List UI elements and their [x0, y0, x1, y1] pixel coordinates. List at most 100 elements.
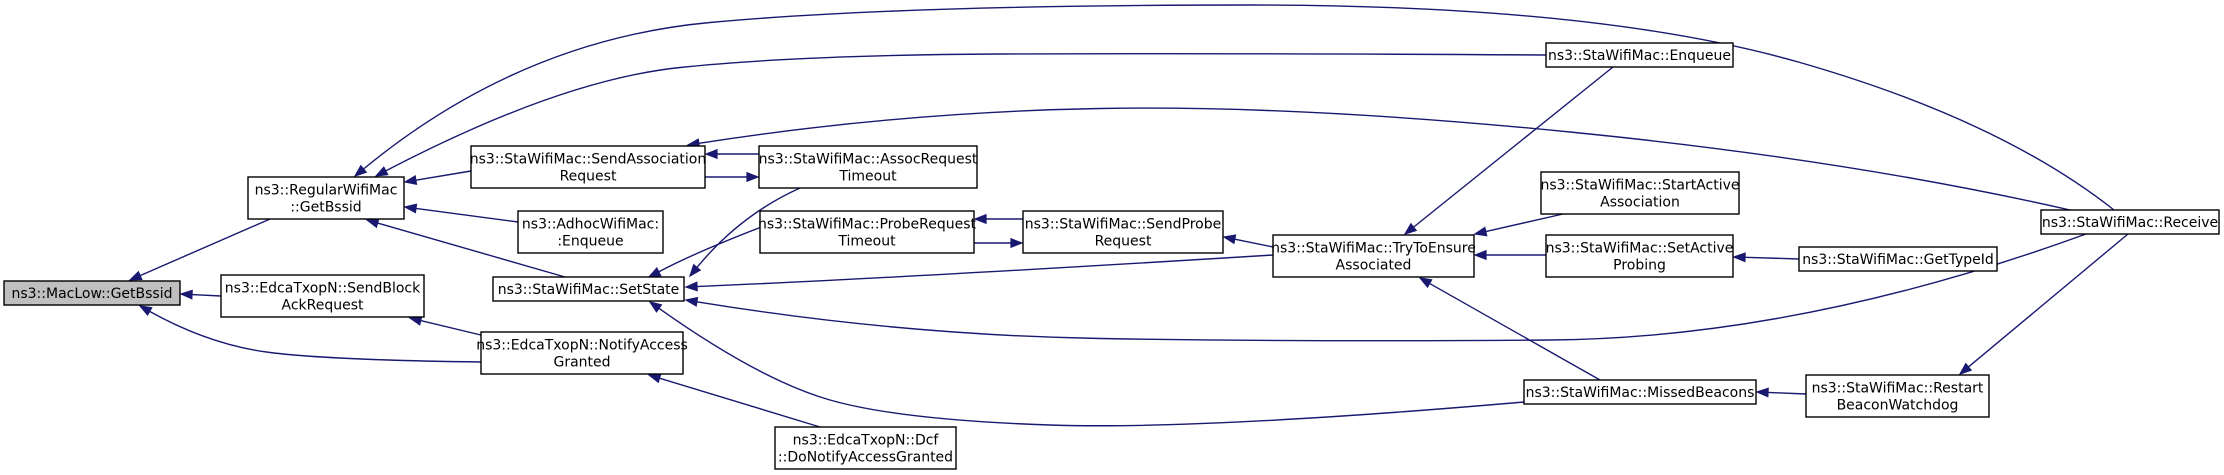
node-gettypeid[interactable]: ns3::StaWifiMac::GetTypeId — [1798, 246, 1998, 272]
node-label-line: ns3::EdcaTxopN::Dcf — [793, 433, 940, 449]
edge-arrowhead — [1755, 387, 1769, 398]
node-box — [1272, 234, 1475, 278]
edge-arrowhead — [1958, 362, 1973, 376]
node-label-line: Request — [560, 169, 617, 185]
node-box — [1022, 210, 1224, 254]
edge-line — [1485, 213, 1564, 233]
edge-setactiveprobing-to-trytoensure — [1473, 249, 1546, 261]
edge-line — [415, 207, 519, 223]
node-label-line: :Enqueue — [557, 234, 623, 250]
node-label-line: Associated — [1336, 258, 1412, 274]
edge-arrowhead — [973, 213, 987, 225]
edge-gettypeid-to-setactiveprobing — [1732, 252, 1800, 263]
node-dcf-donotify[interactable]: ns3::EdcaTxopN::Dcf::DoNotifyAccessGrant… — [774, 426, 957, 470]
node-sta-enqueue[interactable]: ns3::StaWifiMac::Enqueue — [1545, 42, 1734, 68]
node-label-line: Request — [1095, 234, 1152, 250]
node-edca-notify[interactable]: ns3::EdcaTxopN::NotifyAccessGranted — [476, 331, 688, 375]
node-adhoc-enqueue[interactable]: ns3::AdhocWifiMac::Enqueue — [517, 210, 664, 254]
node-label-line: ns3::StaWifiMac::Receive — [2042, 215, 2218, 231]
edge-restartbeacon-to-missedbeacons — [1755, 387, 1807, 398]
node-label-line: ns3::StaWifiMac::ProbeRequest — [758, 217, 977, 233]
node-label-line: ns3::StaWifiMac::StartActive — [1540, 178, 1739, 194]
node-regular-getbssid[interactable]: ns3::RegularWifiMac::GetBssid — [247, 176, 405, 220]
edge-edca_notify-to-edca_sendblock — [408, 315, 486, 337]
edge-line — [385, 52, 1547, 172]
edge-line — [415, 170, 472, 181]
edge-arrowhead — [138, 305, 153, 317]
edge-assoc_timeout-to-setstate — [688, 187, 801, 278]
edge-line — [1767, 391, 1807, 395]
node-box — [480, 331, 684, 375]
edge-arrowhead — [1418, 277, 1433, 289]
edge-line — [1234, 238, 1274, 248]
edge-line — [696, 187, 801, 268]
edge-arrowhead — [1010, 237, 1024, 249]
edge-line — [1429, 282, 1601, 381]
node-box — [517, 210, 664, 254]
edge-line — [658, 307, 1525, 427]
edge-sta_enqueue-to-trytoensure — [1403, 66, 1614, 236]
node-box — [1523, 379, 1757, 405]
node-label-line: ns3::StaWifiMac::Enqueue — [1548, 48, 1731, 64]
node-missedbeacons[interactable]: ns3::StaWifiMac::MissedBeacons — [1523, 379, 1757, 405]
node-box — [1545, 234, 1734, 278]
edge-receive-to-restartbeacon — [1958, 233, 2129, 376]
node-label-line: ns3::StaWifiMac::AssocRequest — [759, 152, 978, 168]
edge-arrowhead — [365, 218, 380, 229]
edge-arrowhead — [746, 171, 760, 183]
edge-arrowhead — [353, 164, 368, 178]
node-box — [759, 210, 975, 254]
edge-line — [696, 233, 2087, 342]
edge-line — [139, 218, 271, 277]
node-setstate[interactable]: ns3::StaWifiMac::SetState — [492, 276, 685, 302]
edge-regular_getbssid-to-maclow_getbssid — [128, 218, 271, 281]
edge-line — [659, 377, 821, 428]
edge-line — [698, 107, 2071, 211]
edge-arrowhead — [647, 267, 662, 278]
edge-arrowhead — [704, 148, 718, 160]
node-label-line: ::DoNotifyAccessGranted — [778, 450, 953, 466]
node-box — [220, 274, 425, 318]
edge-assoc_timeout-to-sendassoc — [704, 148, 759, 160]
node-label-line: Timeout — [838, 169, 897, 185]
node-label-line: Probing — [1613, 258, 1666, 274]
node-receive[interactable]: ns3::StaWifiMac::Receive — [2040, 209, 2220, 235]
edge-arrowhead — [179, 289, 193, 300]
edge-sendassoc-to-regular_getbssid — [403, 170, 472, 186]
edge-arrowhead — [647, 373, 662, 384]
node-label-line: ns3::StaWifiMac::SetState — [498, 282, 680, 298]
edge-startactive-to-trytoensure — [1473, 213, 1564, 237]
edge-arrowhead — [1473, 249, 1487, 261]
node-box — [3, 280, 181, 306]
node-box — [758, 145, 978, 189]
node-box — [492, 276, 685, 302]
node-box — [1545, 42, 1734, 68]
edge-arrowhead — [684, 281, 698, 292]
node-box — [2040, 209, 2220, 235]
node-label-line: ::GetBssid — [290, 200, 361, 216]
edge-line — [1744, 256, 1800, 260]
edge-line — [420, 319, 486, 337]
node-label-line: ns3::AdhocWifiMac: — [522, 217, 659, 233]
edge-dcf_donotify-to-edca_notify — [647, 373, 821, 428]
node-box — [1805, 374, 1990, 418]
edge-missedbeacons-to-trytoensure — [1418, 277, 1601, 381]
edge-arrowhead — [374, 166, 389, 177]
edge-sendprobe-to-probe_timeout — [973, 213, 1023, 225]
node-label-line: ns3::EdcaTxopN::NotifyAccess — [476, 338, 688, 354]
node-maclow-getbssid[interactable]: ns3::MacLow::GetBssid — [3, 280, 181, 306]
edge-missedbeacons-to-setstate — [648, 301, 1525, 427]
edge-edca_notify-to-maclow_getbssid — [138, 305, 482, 363]
edge-trytoensure-to-sendprobe — [1222, 234, 1274, 248]
edge-line — [1968, 233, 2129, 368]
node-label-line: ns3::StaWifiMac::TryToEnsure — [1271, 241, 1476, 257]
